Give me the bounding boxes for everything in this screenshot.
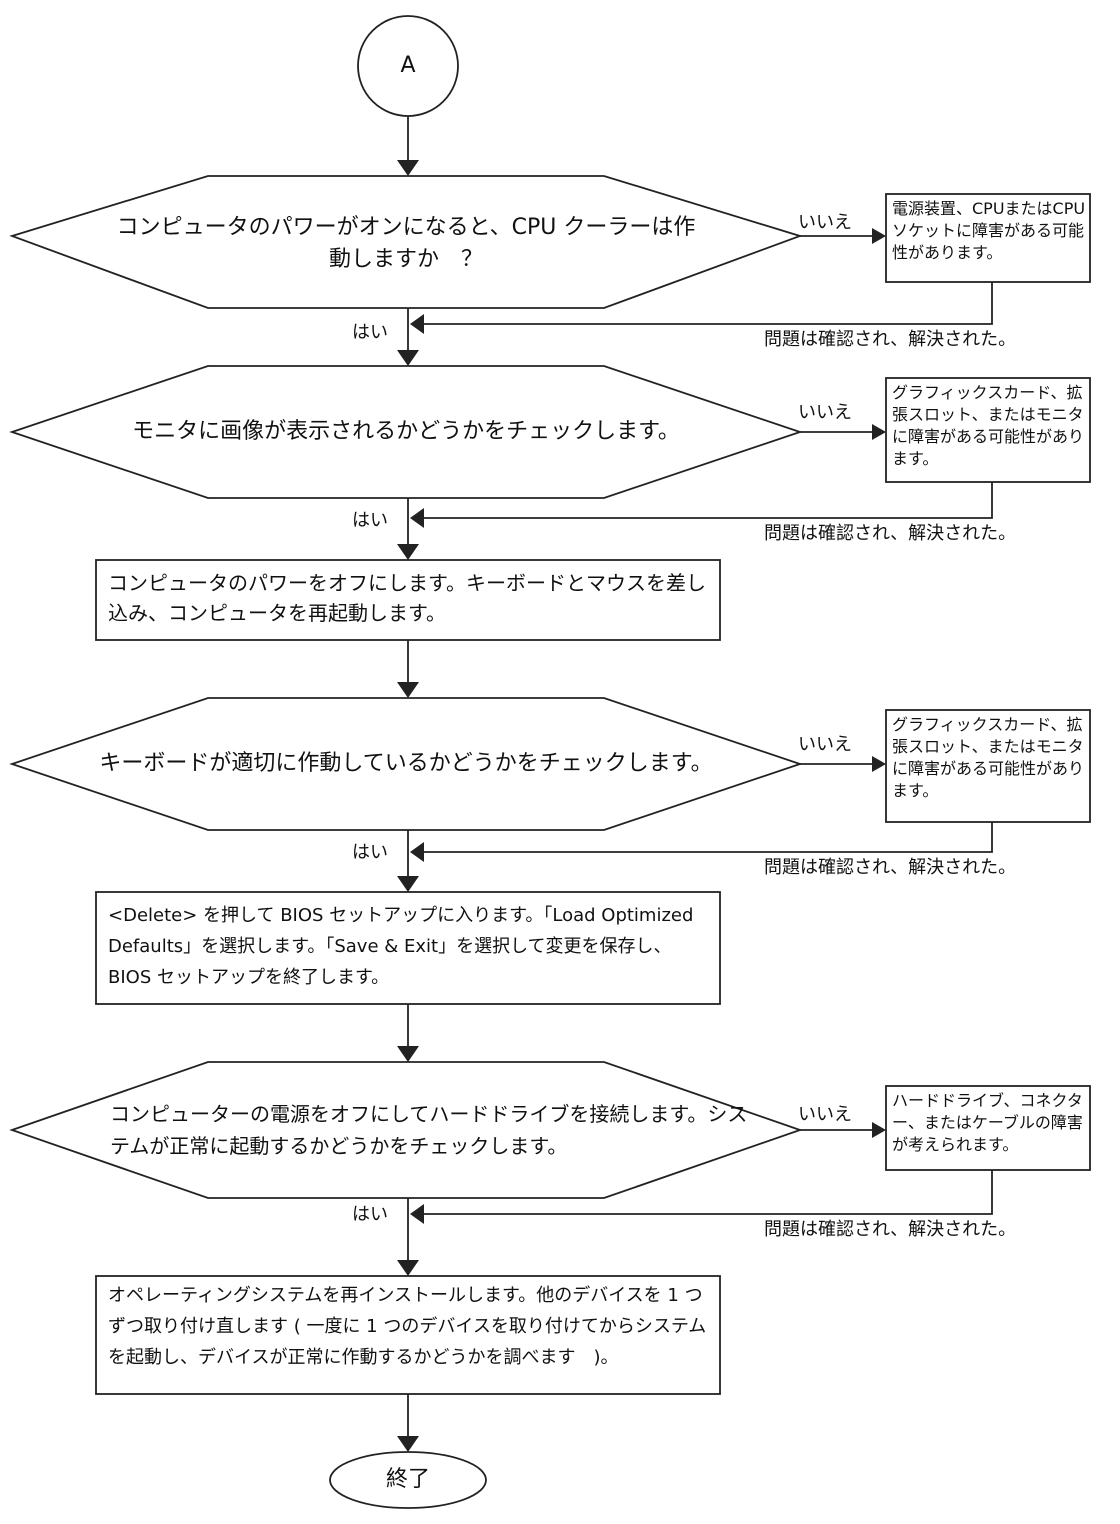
fault-text-graphics-2: グラフィックスカード、拡張スロット、またはモニタに障害がある可能性があります。 (892, 715, 1085, 800)
resolved-label: 問題は確認され、解決された。 (764, 857, 1017, 878)
end-terminator (329, 1451, 487, 1509)
process-text-bios: <Delete> を押して BIOS セットアップに入ります。「Load Opt… (108, 905, 694, 988)
flow-line (422, 1170, 993, 1215)
fault-text-power-cpu: 電源装置、CPUまたはCPUソケットに障害がある可能性があります。 (892, 199, 1086, 262)
arrow-down-icon (397, 1436, 419, 1452)
arrow-down-icon (397, 160, 419, 176)
fault-box-power-cpu (885, 193, 1091, 283)
fault-text-hard-drive: ハードドライブ、コネクター、またはケーブルの障害が考えられます。 (892, 1091, 1083, 1154)
no-label: いいえ (798, 402, 852, 423)
arrow-left-icon (410, 1204, 424, 1224)
fault-text-graphics-1: グラフィックスカード、拡張スロット、またはモニタに障害がある可能性があります。 (892, 383, 1085, 468)
flow-line (422, 282, 993, 325)
arrow-right-icon (872, 228, 886, 244)
flow-line (422, 822, 993, 853)
decision-text-hard-drive: コンピューターの電源をオフにしてハードドライブを接続します。システムが正常に起動… (110, 1102, 748, 1158)
process-text-reinstall: オペレーティングシステムを再インストールします。他のデバイスを 1 つずつ取り付… (108, 1285, 707, 1368)
yes-label: はい (352, 510, 388, 531)
decision-text-monitor: モニタに画像が表示されるかどうかをチェックします。 (132, 419, 680, 444)
resolved-label: 問題は確認され、解決された。 (764, 523, 1017, 544)
flow-line (422, 482, 993, 519)
end-label: 終了 (385, 1467, 430, 1492)
arrow-right-icon (872, 1122, 886, 1138)
yes-label: はい (352, 1204, 388, 1225)
fault-box-graphics-2 (885, 709, 1091, 823)
arrow-down-icon (397, 1260, 419, 1276)
arrow-down-icon (397, 876, 419, 892)
fault-box-graphics-1 (885, 377, 1091, 483)
resolved-label: 問題は確認され、解決された。 (764, 329, 1017, 350)
arrow-left-icon (410, 508, 424, 528)
fault-box-hard-drive (885, 1085, 1091, 1171)
arrow-left-icon (410, 842, 424, 862)
no-label: いいえ (798, 734, 852, 755)
yes-label: はい (352, 842, 388, 863)
arrow-down-icon (397, 350, 419, 366)
decision-text-cpu-cooler: コンピュータのパワーがオンになると、CPU クーラーは作動しますか ？ (116, 215, 696, 272)
start-label: A (400, 53, 416, 78)
process-reinstall-os (95, 1275, 721, 1395)
decision-text-keyboard: キーボードが適切に作動しているかどうかをチェックします。 (99, 751, 713, 776)
arrow-right-icon (872, 424, 886, 440)
arrow-right-icon (872, 756, 886, 772)
process-restart-with-keyboard (95, 559, 721, 641)
no-label: いいえ (798, 1104, 852, 1125)
no-label: いいえ (798, 212, 852, 233)
arrow-down-icon (397, 1046, 419, 1062)
arrow-down-icon (397, 544, 419, 560)
resolved-label: 問題は確認され、解決された。 (764, 1219, 1017, 1240)
process-bios-defaults (95, 891, 721, 1005)
arrow-down-icon (397, 682, 419, 698)
arrow-left-icon (410, 314, 424, 334)
yes-label: はい (352, 322, 388, 343)
process-text-restart: コンピュータのパワーをオフにします。キーボードとマウスを差し込み、コンピュータを… (108, 571, 706, 625)
